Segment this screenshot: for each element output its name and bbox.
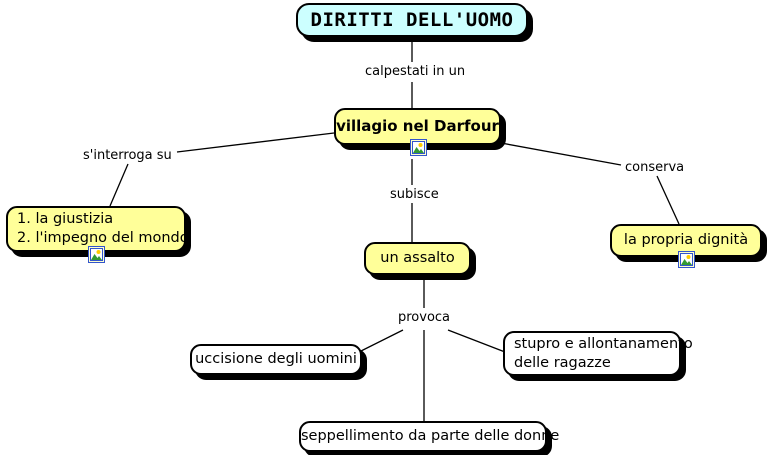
- node-villaggio-nel-darfour[interactable]: villagio nel Darfour: [334, 108, 501, 156]
- node-uccisione-degli-uomini[interactable]: uccisione degli uomini: [190, 344, 362, 375]
- edge-label-conserva: conserva: [623, 160, 687, 175]
- node-label: seppellimento da parte delle donne: [301, 428, 560, 444]
- edge-villaggio-dignita-lower: [656, 175, 680, 225]
- node-label: un assalto: [380, 250, 455, 266]
- node-la-propria-dignita[interactable]: la propria dignità: [610, 224, 762, 268]
- edge-provoca-uccisione: [358, 329, 404, 353]
- node-label: villagio nel Darfour: [336, 117, 499, 135]
- node-un-assalto[interactable]: un assalto: [364, 242, 471, 275]
- edge-label-s-interroga-su: s'interroga su: [81, 148, 174, 163]
- node-label: 1. la giustizia 2. l'impegno del mondo: [17, 211, 189, 246]
- node-stupro-allontanamento[interactable]: stupro e allontanamento delle ragazze: [503, 331, 693, 376]
- node-seppellimento-donne[interactable]: seppellimento da parte delle donne: [299, 421, 560, 452]
- image-icon[interactable]: [88, 246, 105, 263]
- image-icon[interactable]: [409, 139, 427, 156]
- edge-provoca-stupro: [447, 329, 506, 353]
- edge-label-subisce: subisce: [388, 187, 441, 202]
- node-label: DIRITTI DELL'UOMO: [310, 8, 514, 31]
- node-label: stupro e allontanamento delle ragazze: [514, 335, 693, 371]
- edge-label-provoca: provoca: [396, 310, 453, 325]
- edge-villaggio-dignita-upper: [500, 142, 622, 166]
- edge-label-calpestati-in-un: calpestati in un: [363, 64, 468, 79]
- edge-villaggio-giustizia-lower: [109, 163, 129, 207]
- node-giustizia-impegno[interactable]: 1. la giustizia 2. l'impegno del mondo: [6, 206, 189, 263]
- node-label: uccisione degli uomini: [195, 351, 357, 367]
- node-label: la propria dignità: [623, 232, 749, 248]
- edge-villaggio-giustizia-upper: [176, 132, 335, 153]
- image-icon[interactable]: [678, 251, 695, 268]
- node-diritti-dell-uomo[interactable]: DIRITTI DELL'UOMO: [296, 3, 528, 37]
